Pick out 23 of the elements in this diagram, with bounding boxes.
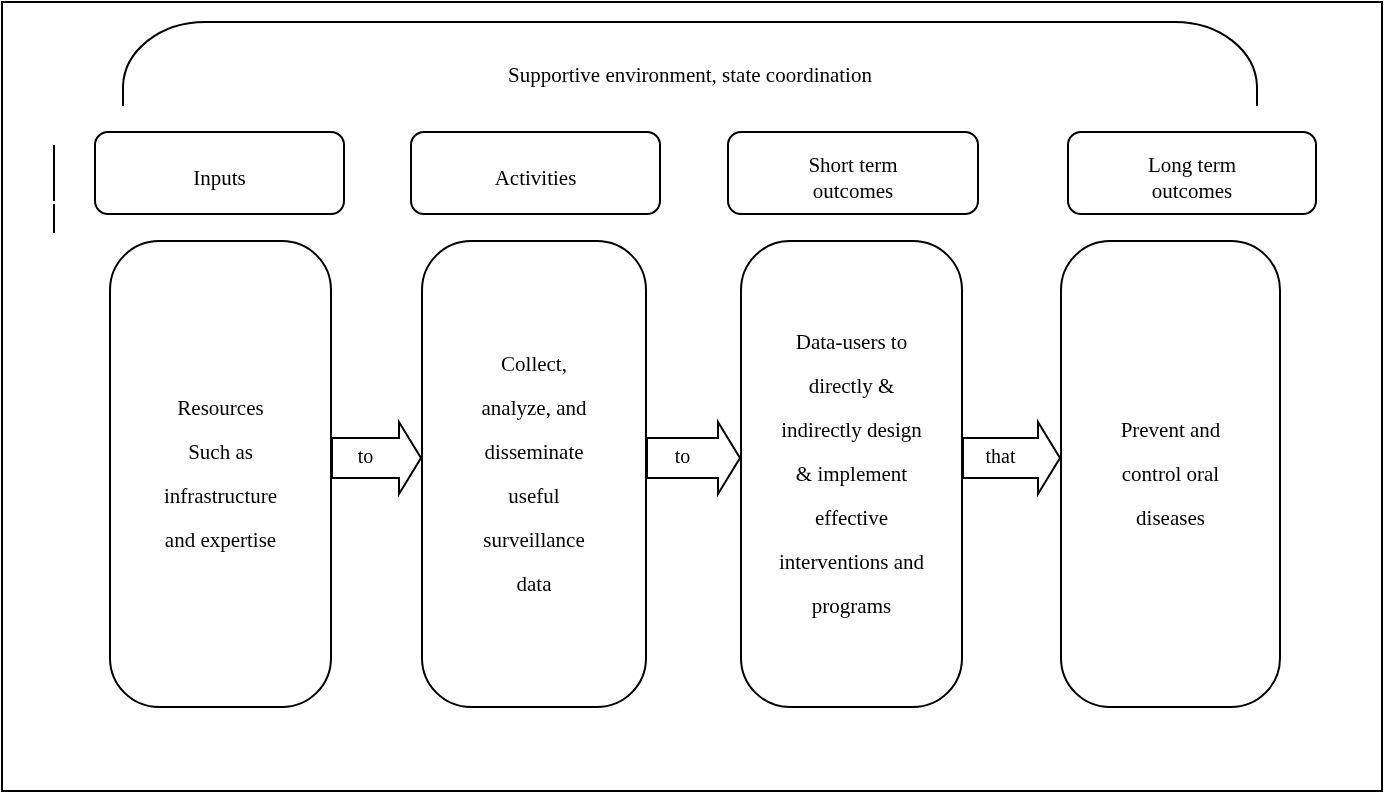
stage-heading-box	[727, 131, 979, 215]
stage-content-box	[421, 240, 647, 708]
stage-title: Activities	[493, 165, 578, 191]
band-title: Supportive environment, state coordination	[507, 62, 873, 88]
stage-heading-box	[1067, 131, 1317, 215]
stage-title: Long term outcomes	[1146, 152, 1238, 204]
edge-label: to	[674, 444, 691, 468]
block-arrow	[962, 418, 1062, 498]
stage-description: Resources Such as infrastructure and expertise	[162, 395, 279, 554]
stage-heading-box	[410, 131, 661, 215]
stage-content-box	[1060, 240, 1281, 708]
stage-content-box	[109, 240, 332, 708]
stage-title: Inputs	[192, 165, 247, 191]
stage-description: Collect, analyze, and disseminate useful surveillance data	[480, 351, 588, 598]
stage-title: Short term outcomes	[807, 152, 899, 204]
edge-label: that	[985, 444, 1016, 468]
stage-content-box	[740, 240, 963, 708]
stage-description: Data-users to directly & indirectly design & implement effective interventions and programs	[777, 329, 926, 620]
block-arrow	[646, 418, 742, 498]
stage-description: Prevent and control oral diseases	[1119, 417, 1222, 532]
edge-label: to	[357, 444, 374, 468]
stage-heading-box	[94, 131, 345, 215]
block-arrow	[331, 418, 423, 498]
